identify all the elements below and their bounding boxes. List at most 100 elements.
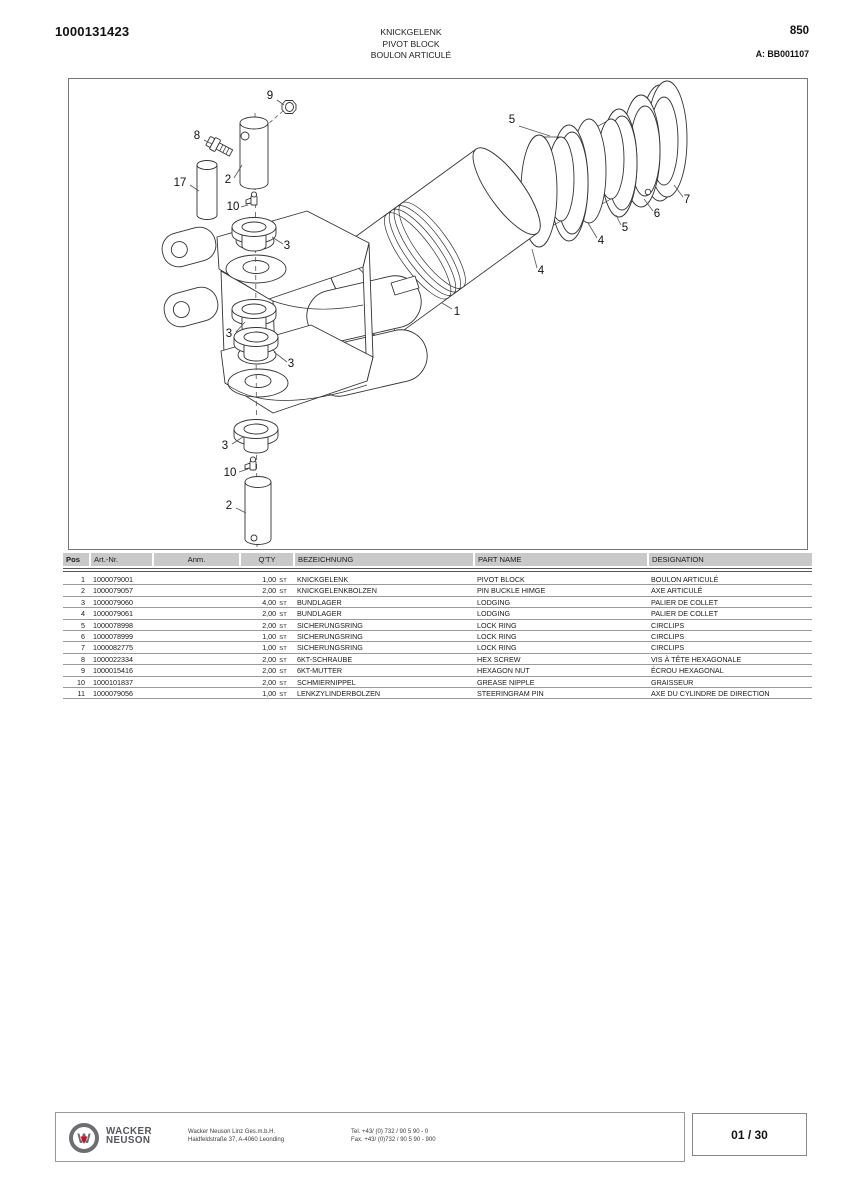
cell-bezeichnung: KNICKGELENKBOLZEN <box>297 586 377 596</box>
document-number: 1000131423 <box>55 24 130 39</box>
cell-bezeichnung: 6KT-MUTTER <box>297 666 343 676</box>
cell-bezeichnung: SICHERUNGSRING <box>297 620 363 630</box>
cell-artnr: 1000079001 <box>93 575 133 584</box>
cell-artnr: 1000015416 <box>93 666 133 676</box>
callout-label-3: 3 <box>288 358 294 370</box>
callout-leader <box>240 204 249 208</box>
cell-artnr: 1000082775 <box>93 643 133 653</box>
callout-leader <box>233 164 243 179</box>
brand-line2: NEUSON <box>106 1135 151 1146</box>
pin-part17 <box>196 160 218 220</box>
cell-designation: ÉCROU HEXAGONAL <box>651 666 724 676</box>
company-address: Wacker Neuson Linz Ges.m.b.H. Haidfeldst… <box>188 1129 284 1144</box>
grease-nipple-part10-bottom <box>244 456 257 471</box>
bolt-part8 <box>205 136 234 157</box>
callout-leader <box>615 214 622 226</box>
callout-label-10: 10 <box>227 201 240 213</box>
cell-partname: LOCK RING <box>477 643 517 653</box>
callout-leader <box>531 248 538 269</box>
cell-partname: STEERINGRAM PIN <box>477 688 544 698</box>
callout-label-3: 3 <box>222 440 228 452</box>
cell-artnr: 1000078999 <box>93 631 133 641</box>
cell-anm <box>154 620 239 630</box>
fork-notch <box>390 275 420 296</box>
company-street: Haidfeldstraße 37, A-4060 Leonding <box>188 1136 285 1143</box>
callout-label-17: 17 <box>174 177 187 189</box>
bushing-part3-bottom <box>233 419 279 454</box>
page-title: KNICKGELENK PIVOT BLOCK BOULON ARTICULÉ <box>291 27 531 62</box>
cell-anm <box>154 585 239 595</box>
centerline-nut <box>266 110 284 126</box>
cell-pos: 1 <box>81 575 85 584</box>
cell-pos: 10 <box>77 677 85 687</box>
company-name: Wacker Neuson Linz Ges.m.b.H. <box>188 1129 276 1135</box>
brand-wordmark: WACKER NEUSON <box>106 1127 152 1146</box>
callout-label-1: 1 <box>454 306 460 318</box>
callout-label-2: 2 <box>225 174 231 186</box>
cell-designation: PALIER DE COLLET <box>651 609 718 619</box>
cell-anm <box>154 597 239 607</box>
cell-partname: HEXAGON NUT <box>477 666 530 676</box>
pin-part2-bottom <box>244 476 272 545</box>
cell-anm <box>154 677 239 687</box>
cell-partname: PIVOT BLOCK <box>477 575 525 584</box>
callout-leader <box>673 184 684 198</box>
cell-partname: HEX SCREW <box>477 654 521 664</box>
bracket-left-tab-lower <box>163 286 219 328</box>
cell-bezeichnung: BUNDLAGER <box>297 609 342 619</box>
title-french: BOULON ARTICULÉ <box>370 50 452 60</box>
table-header-row: Pos Art.-Nr. Anm. Q'TY BEZEICHNUNG PART … <box>63 553 812 566</box>
grease-nipple-part10-top <box>245 191 258 206</box>
cell-pos: 6 <box>81 631 85 641</box>
revision-code: A: BB001107 <box>755 49 809 59</box>
cell-anm <box>154 631 239 641</box>
cell-anm <box>154 642 239 652</box>
cell-pos: 7 <box>81 643 85 653</box>
company-phone: Tel. +43/ (0) 732 / 90 5 90 - 0 Fax. +43… <box>351 1129 436 1144</box>
cell-designation: GRAISSEUR <box>651 677 694 687</box>
callout-leader <box>235 507 247 514</box>
callout-label-9: 9 <box>267 90 273 102</box>
column-header-anm: Anm. <box>154 553 239 566</box>
callout-label-7: 7 <box>684 194 690 206</box>
column-header-bezeichnung: BEZEICHNUNG <box>295 553 473 566</box>
cell-partname: LODGING <box>477 597 511 607</box>
cell-designation: PALIER DE COLLET <box>651 597 718 607</box>
callout-leader <box>231 436 244 445</box>
cell-pos: 8 <box>81 654 85 664</box>
callout-leader <box>189 184 200 192</box>
callout-leader <box>235 321 246 333</box>
cell-anm <box>154 608 239 618</box>
callout-leader <box>643 198 654 212</box>
title-english: PIVOT BLOCK <box>382 38 440 49</box>
title-german: KNICKGELENK <box>380 27 442 37</box>
cell-bezeichnung: 6KT-SCHRAUBE <box>297 654 353 664</box>
nut-part9 <box>281 100 297 114</box>
column-header-pos: Pos <box>63 553 89 566</box>
parts-table: Pos Art.-Nr. Anm. Q'TY BEZEICHNUNG PART … <box>63 553 812 700</box>
cell-anm <box>154 574 239 584</box>
column-header-designation: DESIGNATION <box>649 553 812 566</box>
callout-label-3: 3 <box>284 240 290 252</box>
cell-partname: PIN BUCKLE HIMGE <box>477 586 546 596</box>
cell-anm <box>154 688 239 698</box>
cell-pos: 3 <box>81 597 85 607</box>
header-divider <box>63 568 812 572</box>
cell-partname: LODGING <box>477 609 511 619</box>
cell-pos: 2 <box>81 586 85 596</box>
callout-leader <box>441 302 453 310</box>
